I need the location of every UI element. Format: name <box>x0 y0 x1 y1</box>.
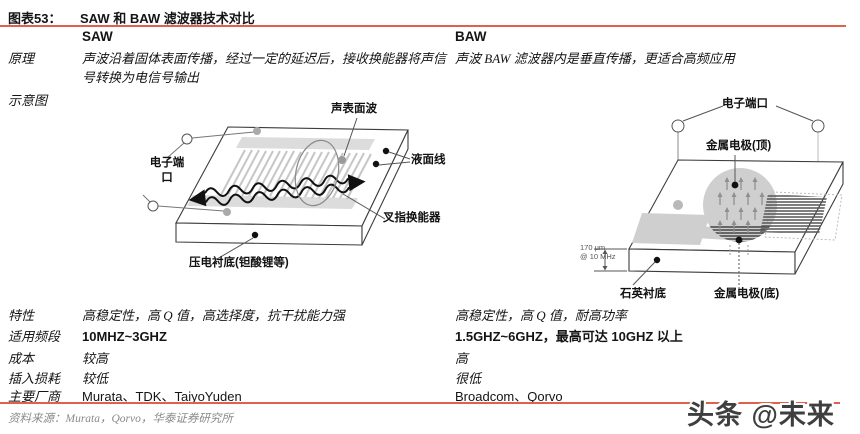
row-label-insertion-loss: 插入损耗 <box>8 371 61 386</box>
row-label-frequency-range: 适用频段 <box>8 329 61 344</box>
row-label-cost: 成本 <box>8 351 35 366</box>
row-label-schematic: 示意图 <box>8 93 48 108</box>
title-divider-line <box>0 25 846 27</box>
column-header-baw: BAW <box>455 29 487 44</box>
cost-baw: 高 <box>455 351 469 366</box>
insertion-loss-saw: 较低 <box>82 371 109 386</box>
table-bottom-line <box>0 402 840 404</box>
baw-bottom-electrode-label: 金属电极(底) <box>714 288 780 300</box>
figure-title: SAW 和 BAW 滤波器技术对比 <box>80 11 255 26</box>
baw-top-electrode-label: 金属电极(顶) <box>706 140 772 152</box>
saw-port-label: 电子端口 <box>149 157 185 184</box>
saw-idt-label: 叉指换能器 <box>383 212 441 224</box>
data-source-note: 资料来源：Murata，Qorvo，华泰证券研究所 <box>8 413 233 425</box>
saw-schematic-diagram: 电子端口 声表面波 液面线 叉指换能器 压电衬底(钽酸锂等) <box>105 98 450 305</box>
saw-schematic-drawing <box>142 117 411 260</box>
main-vendors-baw: Broadcom、Qorvo <box>455 389 563 404</box>
frequency-range-baw: 1.5GHZ~6GHZ，最高可达 10GHZ 以上 <box>455 329 683 344</box>
toutiao-watermark: 头条 @未来智库 <box>687 400 835 430</box>
row-label-principle: 原理 <box>8 51 35 66</box>
saw-surface-wave-label: 声表面波 <box>331 103 377 115</box>
saw-wavefront-label: 液面线 <box>411 154 446 166</box>
baw-port-label: 电子端口 <box>722 98 768 110</box>
main-vendors-saw: Murata、TDK、TaiyoYuden <box>82 389 242 404</box>
row-label-characteristics: 特性 <box>8 308 35 323</box>
baw-thickness-frequency: @ 10 MHz <box>580 252 616 261</box>
baw-quartz-substrate-label: 石英衬底 <box>620 288 666 300</box>
column-header-saw: SAW <box>82 29 113 44</box>
insertion-loss-baw: 很低 <box>455 371 482 386</box>
frequency-range-saw: 10MHZ~3GHZ <box>82 329 167 344</box>
principle-saw: 声波沿着固体表面传播，经过一定的延迟后，接收换能器将声信号转换为电信号输出 <box>82 51 447 85</box>
row-label-main-vendors: 主要厂商 <box>8 389 61 404</box>
characteristics-saw: 高稳定性，高 Q 值，高选择度，抗干扰能力强 <box>82 308 345 323</box>
baw-schematic-drawing <box>594 105 844 289</box>
baw-schematic-diagram: 电子端口 金属电极(顶) 石英衬底 金属电极(底) 170 μm @ 10 MH… <box>580 93 860 318</box>
saw-substrate-label: 压电衬底(钽酸锂等) <box>189 257 289 269</box>
principle-baw: 声波 BAW 滤波器内是垂直传播，更适合高频应用 <box>455 51 735 66</box>
baw-thickness-value: 170 μm <box>580 243 606 252</box>
cost-saw: 较高 <box>82 351 109 366</box>
figure-number: 图表53： <box>8 11 62 26</box>
characteristics-baw: 高稳定性，高 Q 值，耐高功率 <box>455 308 627 323</box>
